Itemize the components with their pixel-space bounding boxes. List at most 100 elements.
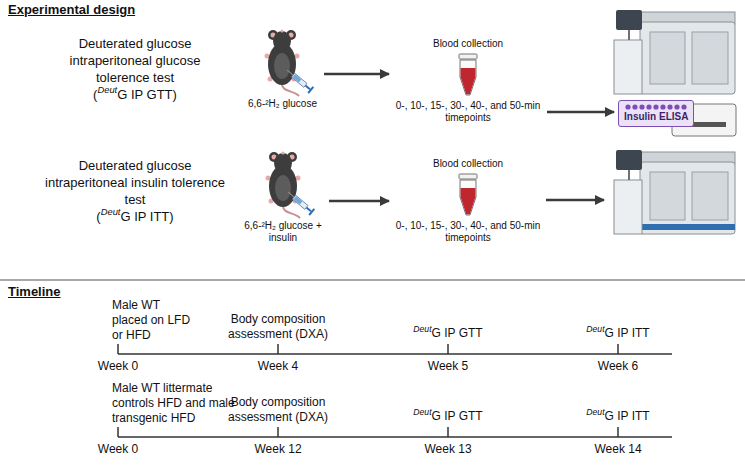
syringe-plunger	[306, 207, 311, 211]
text-line: Body composition assessment (DXA)	[213, 395, 343, 425]
text-line: (DeutG IP GTT)	[45, 87, 225, 104]
tube-body	[460, 180, 476, 215]
instrument-panel	[650, 172, 685, 220]
timeline-axis	[118, 427, 672, 437]
tube-body	[460, 60, 476, 95]
label-text: G IP GTT	[432, 409, 483, 423]
text-line: DeutG IP ITT	[568, 326, 668, 341]
blood-collection: Blood collection 0-, 10-, 15-, 30-, 40-, …	[393, 158, 543, 244]
tube-blood	[461, 188, 476, 214]
instrument-stripe	[640, 224, 735, 230]
text-line: Week 5	[408, 359, 488, 374]
instrument-panel	[692, 32, 728, 84]
timeline-event: Body composition assessment (DXA)	[213, 312, 343, 342]
syringe-plunger	[305, 85, 310, 89]
tube-blood	[461, 68, 476, 94]
mouse-tail	[282, 84, 299, 96]
mouse-injection: 6,6-²H₂ glucose	[245, 26, 320, 110]
flow-arrow	[329, 200, 389, 203]
text-line: Week 14	[578, 442, 658, 457]
label-text: (	[93, 87, 97, 102]
tube-cap	[459, 174, 477, 179]
week-label: Week 4	[238, 359, 318, 374]
text-line: Deuterated glucose intraperitoneal gluco…	[45, 36, 225, 87]
text-line: DeutG IP GTT	[398, 409, 498, 424]
text-line: Week 0	[78, 442, 158, 457]
syringe-needle	[288, 192, 294, 197]
mouse-nose	[281, 30, 284, 33]
text-line: Week 0	[78, 359, 158, 374]
plate-well	[640, 104, 645, 109]
plate-well	[633, 104, 638, 109]
text-line: Body composition assessment (DXA)	[213, 312, 343, 342]
label-text: G IP GTT	[432, 326, 483, 340]
section-heading: Experimental design	[8, 2, 135, 17]
syringe-needle	[287, 70, 293, 75]
syringe-barrel	[292, 73, 307, 87]
node-text: 0-, 10-, 15-, 30-, 40-, and 50-min timep…	[393, 220, 543, 244]
text-line: Deuterated glucose intraperitoneal insul…	[45, 158, 225, 209]
node-text: Blood collection	[393, 158, 543, 170]
label-text: G IP GTT)	[117, 87, 177, 102]
mouse-head	[274, 153, 292, 173]
week-label: Week 13	[408, 442, 488, 457]
syringe-thumb	[308, 208, 315, 215]
label-text: Deuterated glucose intraperitoneal gluco…	[70, 36, 201, 85]
label-text: Week 4	[258, 359, 298, 373]
plate-well	[682, 104, 687, 109]
blood-tube	[453, 53, 483, 97]
superscript-text: Deut	[97, 85, 117, 95]
text-line: DeutG IP GTT	[398, 326, 498, 341]
plate-well	[647, 104, 652, 109]
mouse-injection: 6,6-²H₂ glucose + insulin	[241, 148, 325, 244]
plate-well	[626, 104, 631, 109]
superscript-text: Deut	[413, 407, 431, 417]
mouse-illustration	[245, 26, 320, 98]
node-text: Blood collection	[393, 38, 543, 50]
syringe	[285, 189, 315, 216]
label-text: Deuterated glucose intraperitoneal insul…	[45, 158, 225, 207]
instrument-cabinet	[640, 162, 735, 234]
timeline-tick	[117, 344, 119, 354]
label-text: Week 0	[98, 442, 138, 456]
timeline-event: DeutG IP GTT	[398, 409, 498, 424]
elisa-plate: Insulin ELISA	[618, 100, 694, 127]
timeline-event: Male WT placed on LFD or HFD	[112, 298, 198, 343]
text-line: Week 4	[238, 359, 318, 374]
mouse-belly	[274, 53, 290, 79]
plate-wells	[624, 103, 688, 111]
label-text: G IP ITT	[605, 409, 650, 423]
node-text: 6,6-²H₂ glucose + insulin	[241, 220, 325, 244]
label-text: Week 5	[428, 359, 468, 373]
blood-collection: Blood collection0-, 10-, 15-, 30-, 40-, …	[393, 38, 543, 124]
week-label: Week 0	[78, 442, 158, 457]
timeline-axis	[118, 344, 672, 354]
label-text: Body composition assessment (DXA)	[228, 312, 328, 341]
text-line: Week 12	[238, 442, 318, 457]
plate-well	[654, 104, 659, 109]
superscript-text: Deut	[586, 407, 604, 417]
instrument-module	[614, 40, 642, 94]
mouse-nose	[281, 152, 284, 155]
instrument-panel	[692, 172, 728, 220]
instrument-panel	[650, 32, 685, 84]
timeline-event: Body composition assessment (DXA)	[213, 395, 343, 425]
syringe-liquid	[293, 74, 302, 82]
label-text: Male WT placed on LFD or HFD	[112, 298, 190, 342]
superscript-text: Deut	[413, 324, 431, 334]
text-line: (DeutG IP ITT)	[45, 209, 225, 226]
week-label: Week 6	[578, 359, 658, 374]
monitor-stand	[628, 30, 630, 40]
timeline-tick	[447, 344, 449, 354]
timeline-event: DeutG IP ITT	[568, 326, 668, 341]
timeline-tick	[277, 344, 279, 354]
text-line: Male WT placed on LFD or HFD	[112, 298, 198, 343]
syringe-liquid	[293, 196, 302, 204]
text-line: Week 6	[578, 359, 658, 374]
section-divider	[0, 280, 745, 281]
section-heading: Timeline	[8, 284, 61, 299]
text-line: Week 13	[408, 442, 488, 457]
timeline-line	[118, 353, 672, 355]
timeline-event: DeutG IP ITT	[568, 409, 668, 424]
